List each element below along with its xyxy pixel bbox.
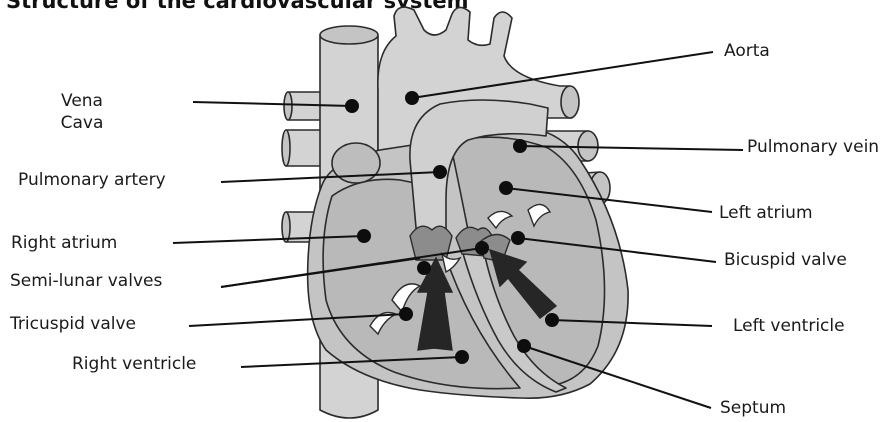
dot-right-atrium — [357, 229, 371, 243]
label-aorta: Aorta — [724, 43, 770, 60]
label-semi-lunar-valves: Semi-lunar valves — [10, 273, 162, 290]
dot-vena-cava — [345, 99, 359, 113]
dot-left-ventricle — [545, 313, 559, 327]
dot-semi-lunar-1 — [417, 261, 431, 275]
label-pulmonary-artery: Pulmonary artery — [18, 172, 166, 189]
label-pulmonary-vein: Pulmonary vein — [747, 139, 879, 156]
dot-septum — [517, 339, 531, 353]
label-right-atrium: Right atrium — [11, 235, 117, 252]
label-bicuspid-valve: Bicuspid valve — [724, 252, 847, 269]
label-right-ventricle: Right ventricle — [72, 356, 196, 373]
label-vena-cava-line2: Cava — [61, 113, 104, 133]
dot-semi-lunar-2 — [475, 241, 489, 255]
label-left-ventricle: Left ventricle — [733, 318, 845, 335]
label-left-atrium: Left atrium — [719, 205, 813, 222]
dot-pulmonary-vein — [513, 139, 527, 153]
dot-right-ventricle — [455, 350, 469, 364]
label-septum: Septum — [720, 400, 786, 417]
label-tricuspid-valve: Tricuspid valve — [10, 316, 136, 333]
dot-left-atrium — [499, 181, 513, 195]
dot-tricuspid — [399, 307, 413, 321]
label-vena-cava-line1: Vena — [61, 91, 103, 111]
label-vena-cava: Vena Cava — [52, 90, 112, 134]
dot-pulmonary-artery — [433, 165, 447, 179]
dot-aorta — [405, 91, 419, 105]
dot-bicuspid — [511, 231, 525, 245]
